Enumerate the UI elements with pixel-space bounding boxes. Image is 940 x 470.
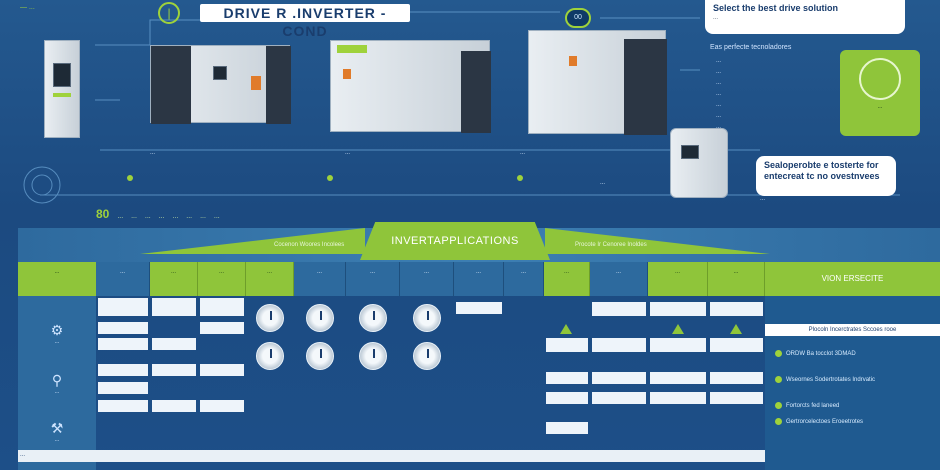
- tech-item: ...: [117, 213, 124, 220]
- tech-item: ...: [213, 213, 220, 220]
- grid-column: ...: [96, 262, 150, 470]
- top-left-label: — ...: [20, 4, 35, 11]
- dial-icon: [413, 342, 441, 370]
- dial-icon: [256, 304, 284, 332]
- solution-card[interactable]: Sealoperobte e tosterte for entecreat tc…: [756, 156, 896, 196]
- dial-icon: [413, 304, 441, 332]
- faucet-icon: ⚲: [51, 372, 63, 388]
- info-item: ...: [716, 102, 722, 108]
- tech-item: ...: [172, 213, 179, 220]
- right-panel-item[interactable]: Fortorcts fed laneed: [775, 402, 839, 409]
- product-modular-inverter[interactable]: [150, 45, 291, 124]
- info-list: ... ... ... ... ... ... ...: [716, 58, 721, 135]
- footer-strip: [18, 450, 765, 462]
- gauge-icon: [859, 58, 901, 100]
- left-panel-item[interactable]: ⚒ ...: [18, 420, 96, 443]
- dial-icon: [306, 304, 334, 332]
- bullet-icon: [775, 418, 782, 425]
- left-panel-item[interactable]: ⚙ ...: [18, 322, 96, 345]
- pump-icon: ⚒: [50, 420, 64, 436]
- left-panel-head: ...: [18, 262, 96, 296]
- solution-sub: ...: [760, 196, 766, 202]
- select-card-sub: ...: [713, 15, 719, 21]
- band-right-label: Procote Ir Cenoree Inoldes: [575, 242, 647, 248]
- info-item: ...: [716, 113, 722, 119]
- bullet-icon: [775, 376, 782, 383]
- band-accent-left: [140, 228, 365, 254]
- right-panel-bar: Plocoln Incerctrates Sccoes rooe: [765, 324, 940, 336]
- motor-icon: ⚙: [50, 322, 64, 338]
- tech-row-number: 80: [96, 207, 110, 221]
- tech-item: ...: [186, 213, 193, 220]
- grid-column: ...: [150, 262, 198, 470]
- dial-icon: [256, 342, 284, 370]
- left-panel: ... ⚙ ... ⚲ ... ⚒ ...: [18, 262, 96, 470]
- product-label-4: ...: [600, 180, 606, 186]
- grid-column: ...: [294, 262, 346, 470]
- solution-line-2: entecreat tc no ovestnvees: [764, 171, 880, 181]
- grid-column: ...: [504, 262, 544, 470]
- applications-heading: INVERTAPPLICATIONS: [360, 222, 550, 260]
- dial-icon: [359, 342, 387, 370]
- grid-column: ...: [648, 262, 708, 470]
- dial-icon: [359, 304, 387, 332]
- circuit-lines: [23, 11, 900, 204]
- footer-label: ...: [20, 452, 26, 458]
- product-label-1: ...: [150, 150, 156, 156]
- right-panel-item[interactable]: ORDW Ba tocclot 3DMAD: [775, 350, 856, 357]
- info-heading: Eas perfecte tecnoladores: [710, 44, 792, 51]
- right-panel-item[interactable]: Gertrorcelectoes Eroeetrotes: [775, 418, 863, 425]
- bullet-icon: [775, 402, 782, 409]
- top-badge: 00: [565, 8, 591, 28]
- product-wall-drive[interactable]: [44, 40, 80, 138]
- page-title: DRIVE R .INVERTER - COND: [200, 4, 410, 39]
- product-compact-unit[interactable]: [670, 128, 728, 198]
- product-cabinet-drive[interactable]: [330, 40, 491, 133]
- tech-item: ...: [158, 213, 165, 220]
- info-item: ...: [716, 69, 722, 75]
- bullet-icon: [775, 350, 782, 357]
- tech-item: ...: [131, 213, 137, 220]
- info-item: ...: [716, 80, 722, 86]
- grid-column: ...: [454, 262, 504, 470]
- green-feature-card[interactable]: ...: [840, 50, 920, 136]
- right-panel-head: VION ERSECITE: [765, 262, 940, 296]
- power-icon: |: [158, 2, 180, 24]
- grid-column: ...: [346, 262, 400, 470]
- product-large-cabinet[interactable]: [528, 30, 667, 135]
- tech-row: 80 ... ... ... ... ... ... ... ...: [96, 207, 226, 221]
- marker-icon: [672, 324, 684, 334]
- right-panel: VION ERSECITE Plocoln Incerctrates Sccoe…: [765, 262, 940, 470]
- grid-column: ...: [590, 262, 648, 470]
- band-accent-right: [545, 228, 770, 254]
- left-panel-item[interactable]: ⚲ ...: [18, 372, 96, 395]
- grid-column: ...: [708, 262, 765, 470]
- tech-item: ...: [200, 213, 206, 220]
- right-panel-item[interactable]: Wseornes Sodertrotates Indrvatic: [775, 376, 875, 383]
- select-card[interactable]: Select the best drive solution ...: [705, 0, 905, 34]
- info-item: ...: [716, 58, 722, 64]
- select-card-heading: Select the best drive solution: [713, 3, 839, 13]
- applications-grid: ... ... ... ... ... ... ...: [18, 262, 940, 470]
- info-item: ...: [716, 91, 722, 97]
- tech-item: ...: [144, 213, 151, 220]
- dial-icon: [306, 342, 334, 370]
- grid-column: ...: [544, 262, 590, 470]
- grid-column: ...: [198, 262, 246, 470]
- grid-column: ...: [246, 262, 294, 470]
- info-item: ...: [716, 124, 722, 130]
- band-left-label: Cocenon Woores Incolees: [274, 242, 345, 248]
- product-label-3: ...: [520, 150, 526, 156]
- product-label-2: ...: [345, 150, 351, 156]
- grid-column: ...: [400, 262, 454, 470]
- green-card-caption: ...: [877, 104, 883, 110]
- marker-icon: [560, 324, 572, 334]
- marker-icon: [730, 324, 742, 334]
- solution-line-1: Sealoperobte e tosterte for: [764, 160, 879, 170]
